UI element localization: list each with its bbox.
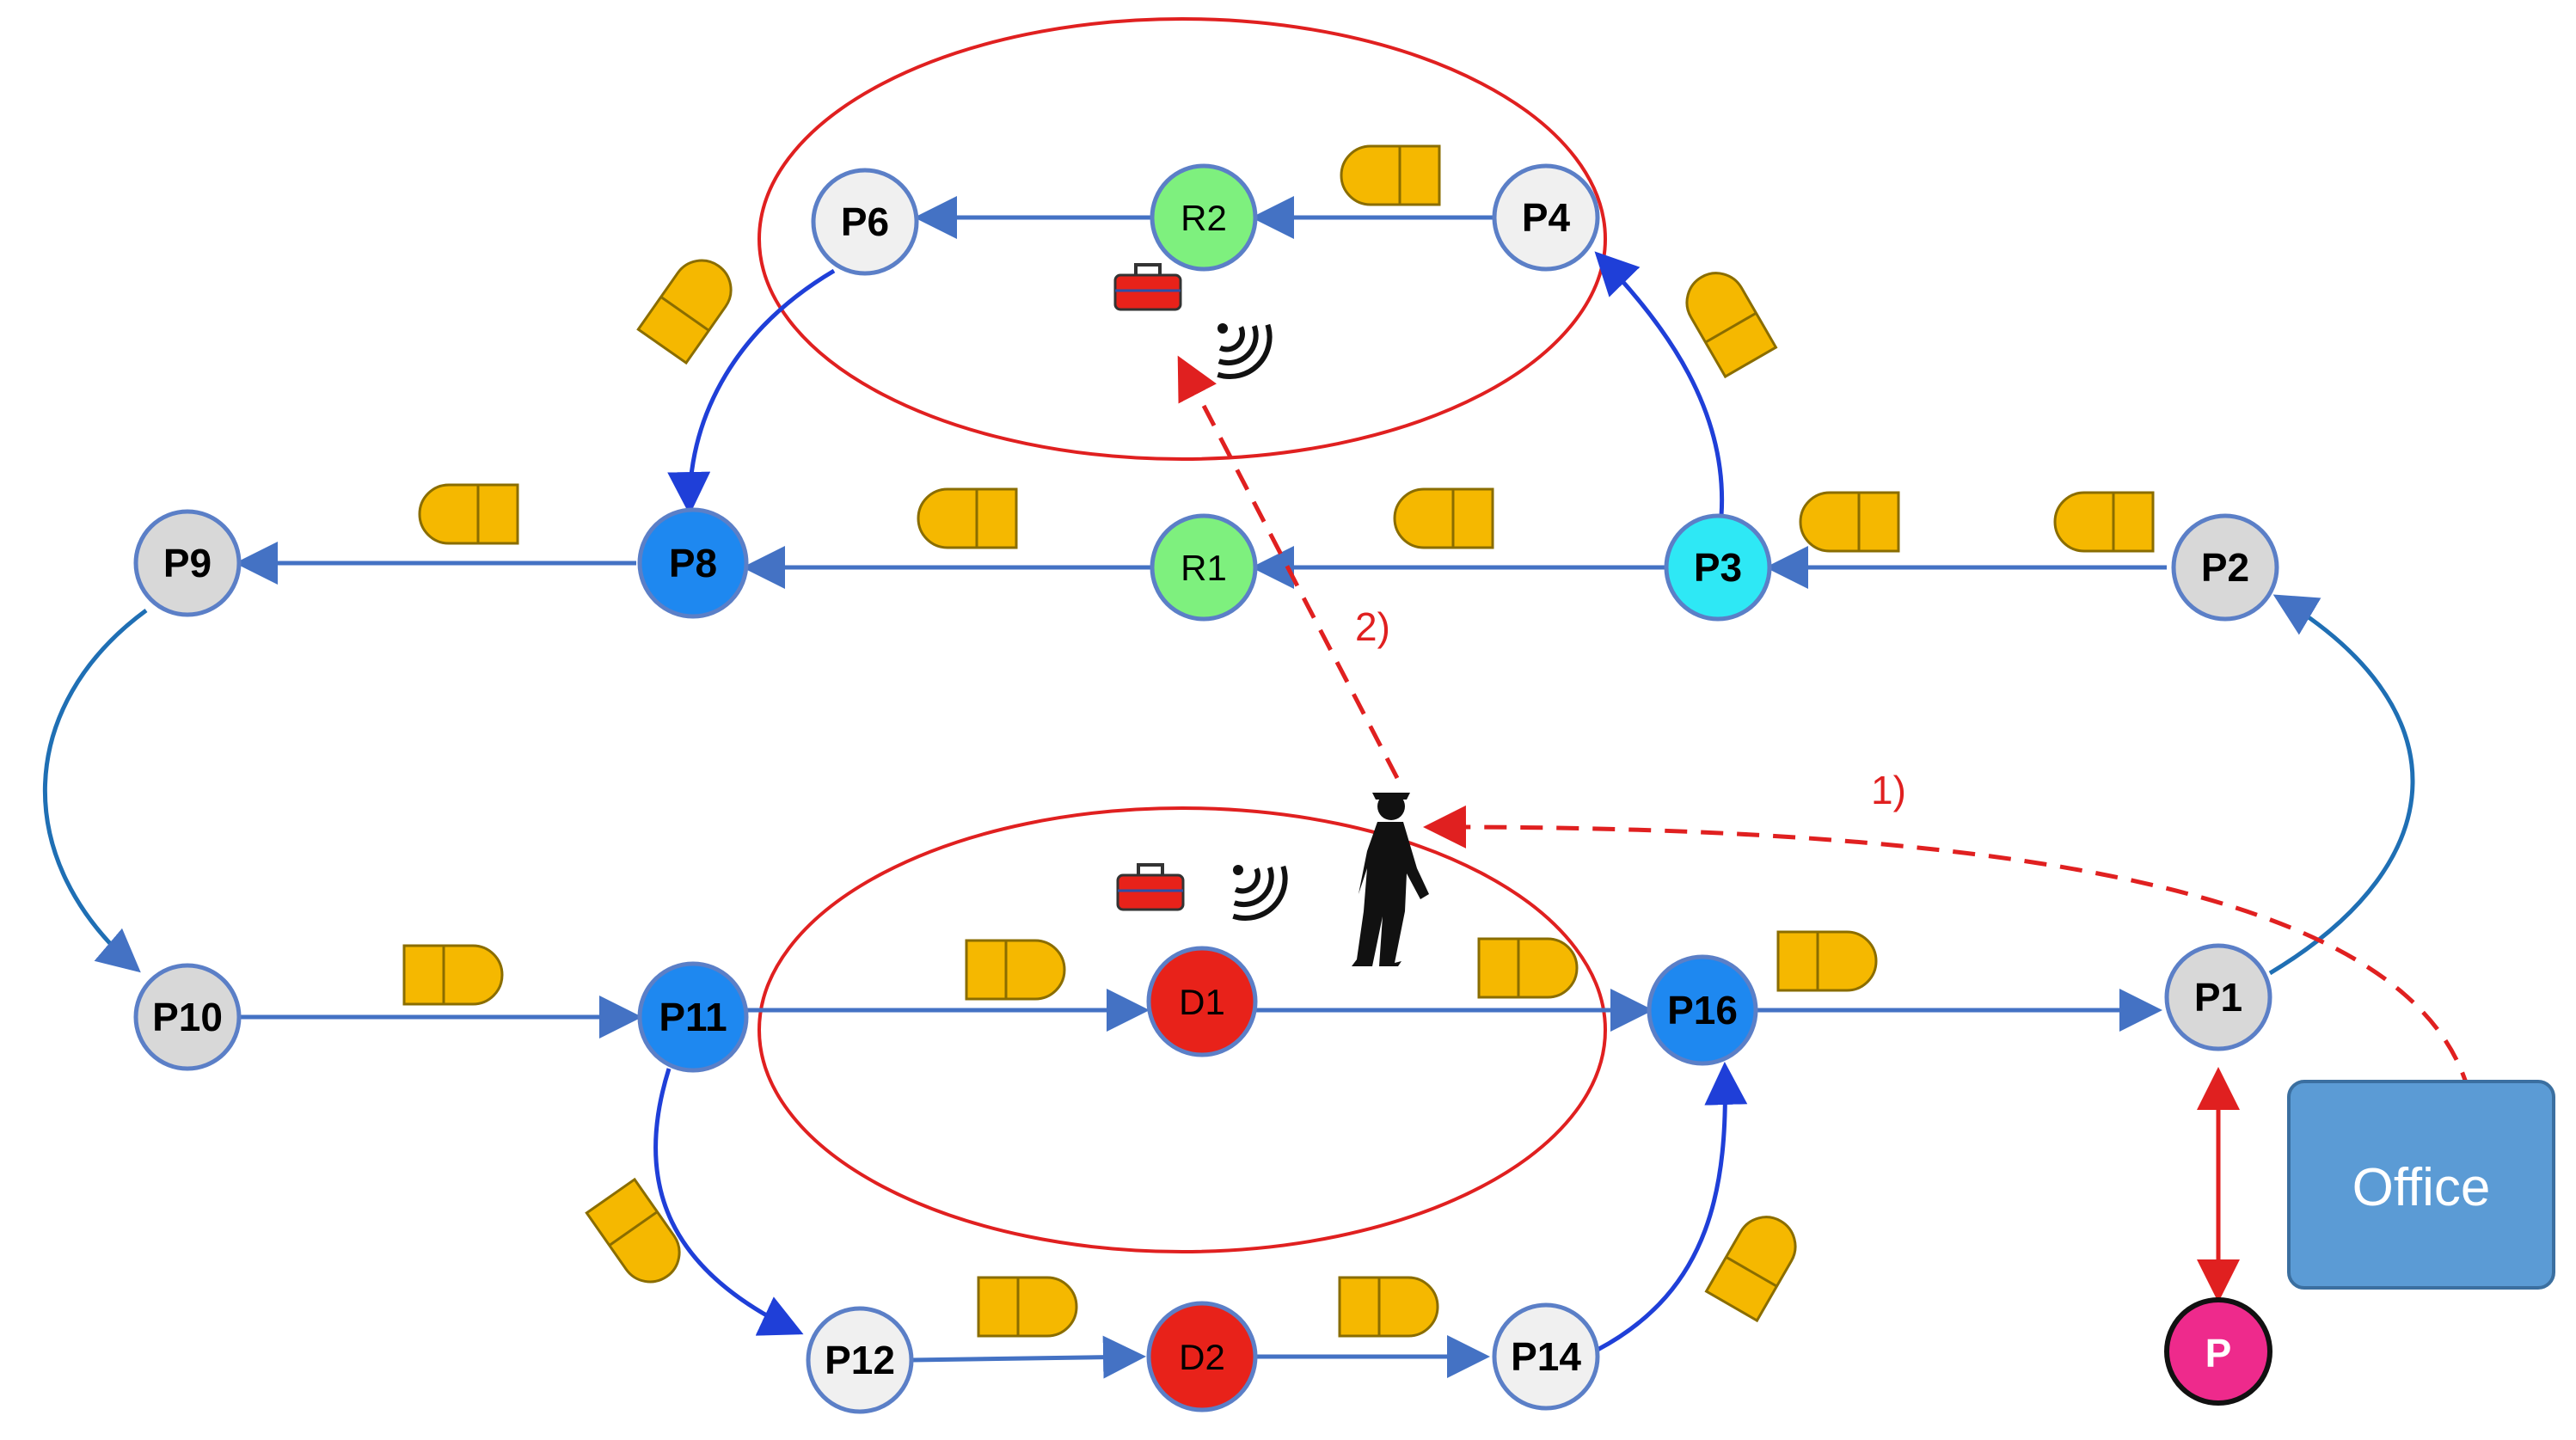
- node-d2[interactable]: D2: [1146, 1301, 1258, 1412]
- step2-label: 2): [1355, 604, 1390, 649]
- node-p2[interactable]: P2: [2171, 513, 2279, 622]
- agv-vehicle-icon: [1675, 260, 1777, 378]
- step1-label: 1): [1871, 768, 1906, 812]
- edge-p1-p2: [2268, 594, 2415, 976]
- agv-vehicle-icon: [1799, 491, 1900, 553]
- node-p16[interactable]: P16: [1647, 954, 1758, 1066]
- node-p12[interactable]: P12: [806, 1306, 914, 1414]
- node-p14[interactable]: P14: [1492, 1302, 1600, 1411]
- node-p4[interactable]: P4: [1492, 163, 1600, 272]
- node-d1[interactable]: D1: [1146, 946, 1258, 1057]
- node-p3[interactable]: P3: [1664, 513, 1772, 622]
- agv-vehicle-icon: [917, 487, 1018, 549]
- office-label: Office: [2352, 1158, 2491, 1217]
- node-parking[interactable]: P: [2164, 1297, 2272, 1406]
- upper-zone-ellipse: [757, 17, 1607, 461]
- lower-zone-ellipse: [757, 806, 1607, 1253]
- node-label: D2: [1179, 1337, 1225, 1377]
- agv-vehicle-icon: [965, 939, 1066, 1001]
- node-label: P8: [669, 541, 717, 585]
- node-p1[interactable]: P1: [2164, 943, 2272, 1051]
- agv-vehicle-icon: [585, 1178, 692, 1295]
- node-label: P11: [659, 995, 727, 1039]
- node-p10[interactable]: P10: [133, 963, 242, 1071]
- node-label: P12: [825, 1338, 895, 1382]
- agv-vehicle-icon: [636, 248, 744, 365]
- agv-vehicle-icon: [1393, 487, 1494, 549]
- agv-vehicle-icon: [418, 483, 519, 545]
- edges: [43, 196, 2415, 1379]
- agv-vehicle-icon: [1477, 937, 1579, 999]
- agv-vehicle-icon: [2053, 491, 2155, 553]
- office-box: [2287, 1080, 2555, 1290]
- edge-p3-p4: [1594, 251, 1725, 517]
- node-label: D1: [1179, 982, 1225, 1022]
- node-label: P4: [1522, 195, 1571, 240]
- node-label: P: [2205, 1331, 2232, 1376]
- node-p9[interactable]: P9: [133, 509, 242, 617]
- node-p6[interactable]: P6: [811, 168, 919, 276]
- edge-p11-p12: [653, 1068, 804, 1336]
- edge-p14-p16: [1596, 1062, 1748, 1352]
- node-r2[interactable]: R2: [1150, 163, 1258, 272]
- path-worker-to-r2: [1177, 355, 1400, 780]
- node-label: P3: [1694, 545, 1742, 590]
- edge-p6-p8: [667, 268, 836, 515]
- wireless-signal-icon: [1217, 323, 1283, 390]
- node-label: P6: [841, 199, 889, 244]
- node-label: P14: [1511, 1334, 1581, 1379]
- worker-silhouette-icon: [1352, 793, 1429, 966]
- path-office-to-worker: [1423, 805, 2472, 1094]
- edge-p9-p10: [43, 608, 148, 973]
- node-label: P1: [2194, 975, 2242, 1020]
- agv-vehicle-icon: [1338, 1276, 1439, 1338]
- wireless-signal-icon: [1233, 865, 1298, 932]
- agv-vehicle-icon: [1776, 930, 1878, 992]
- node-label: P9: [163, 541, 212, 585]
- node-label: R1: [1181, 548, 1227, 588]
- agv-icons: [402, 144, 2155, 1338]
- agv-vehicle-icon: [1340, 144, 1441, 206]
- agv-vehicle-icon: [977, 1276, 1078, 1338]
- edge-p12-d2: [911, 1335, 1146, 1379]
- node-label: P2: [2201, 545, 2249, 590]
- node-label: P16: [1667, 988, 1738, 1033]
- node-r1[interactable]: R1: [1150, 513, 1258, 622]
- node-label: P10: [152, 995, 223, 1039]
- node-p8[interactable]: P8: [637, 507, 749, 619]
- agv-vehicle-icon: [1705, 1204, 1807, 1322]
- agv-vehicle-icon: [402, 944, 504, 1006]
- node-label: R2: [1181, 198, 1227, 238]
- toolbox-icon: [1116, 863, 1185, 911]
- toolbox-icon: [1113, 263, 1182, 311]
- node-p11[interactable]: P11: [637, 961, 749, 1073]
